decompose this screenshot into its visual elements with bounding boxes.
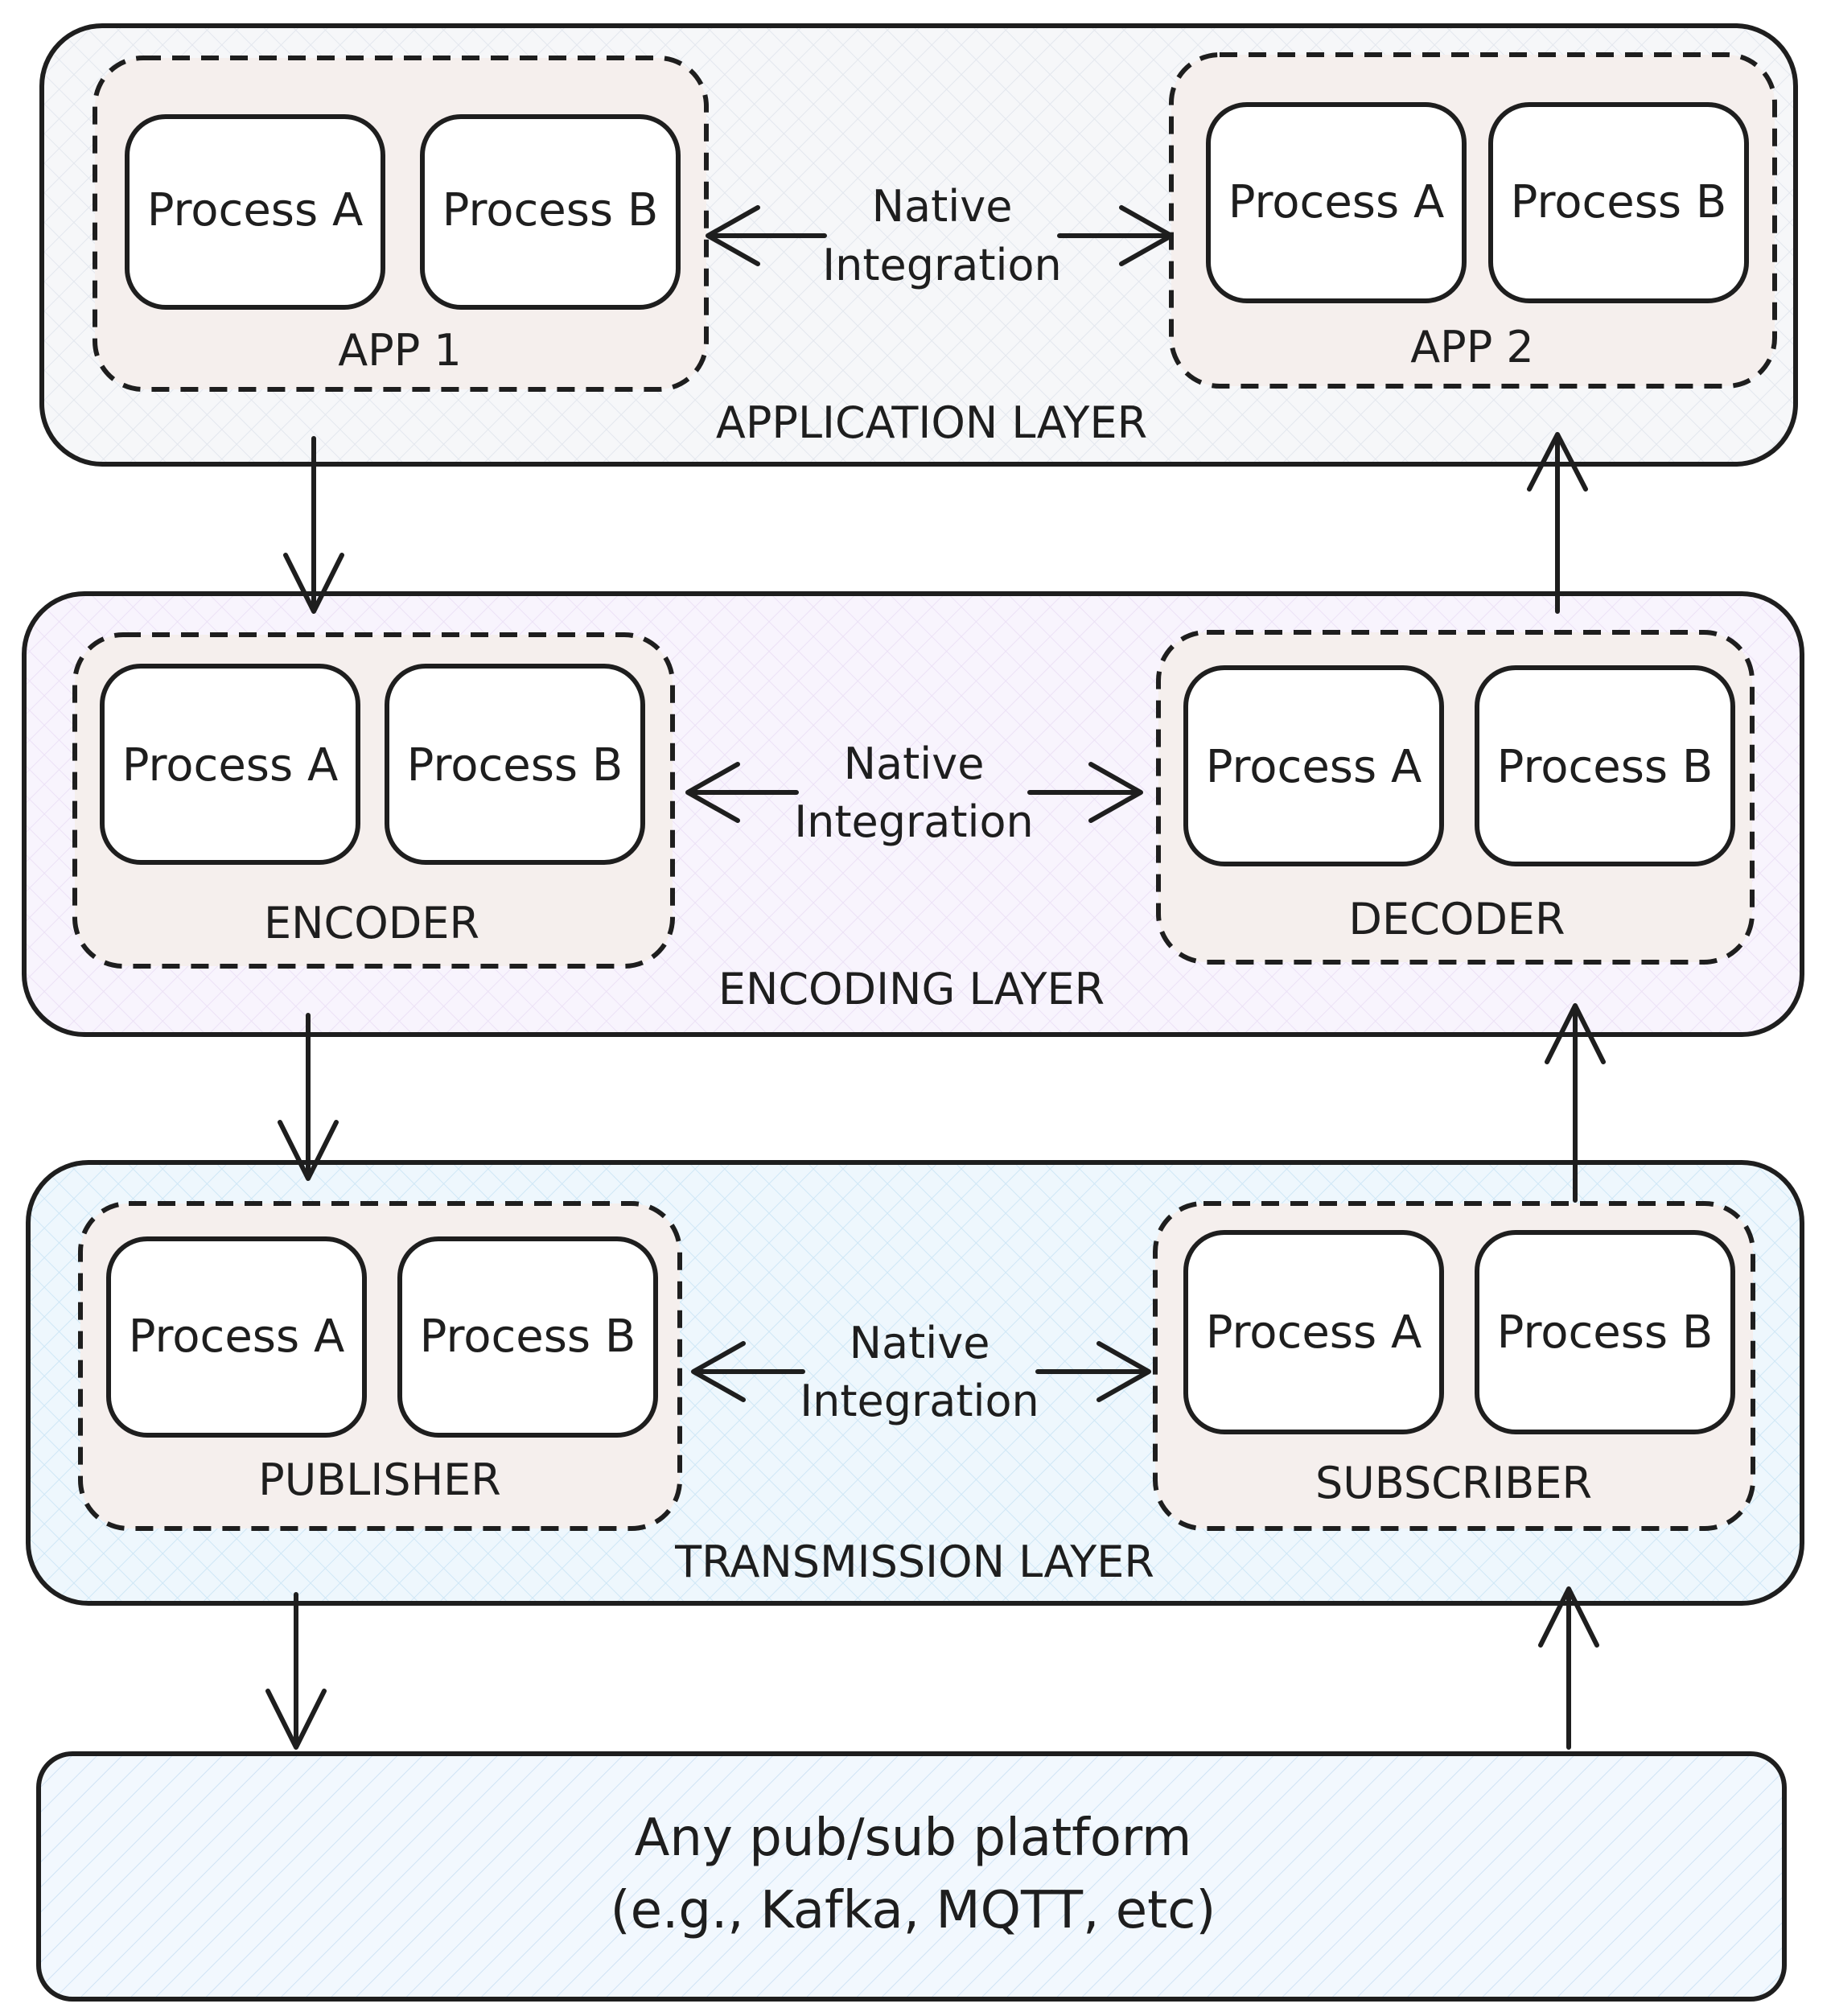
transmission-native-integration: Native Integration xyxy=(691,1318,1151,1426)
subscriber-label: SUBSCRIBER xyxy=(1315,1458,1592,1508)
subscriber-process-a-label: Process A xyxy=(1206,1306,1422,1359)
down-arrow-icon xyxy=(283,436,344,614)
app-1-process-a-box xyxy=(125,114,385,310)
platform-examples: (e.g., Kafka, MQTT, etc) xyxy=(611,1881,1216,1940)
app-1-group: Process A Process B APP 1 xyxy=(93,56,709,392)
encoding-layer: Process A Process B ENCODER Process A Pr… xyxy=(22,591,1804,1037)
app-2-group: Process A Process B APP 2 xyxy=(1169,52,1777,389)
decoder-label: DECODER xyxy=(1348,894,1565,944)
subscriber-process-a-box xyxy=(1183,1230,1444,1434)
integration-arrow-left-icon xyxy=(706,205,827,266)
application-native-integration: Native Integration xyxy=(706,181,1174,290)
encoder-label: ENCODER xyxy=(264,898,479,948)
publisher-group: Process A Process B PUBLISHER xyxy=(78,1201,682,1531)
application-layer: Process A Process B APP 1 Process A Proc… xyxy=(39,23,1798,467)
encoder-process-b-label: Process B xyxy=(407,739,623,792)
encoder-process-a-label: Process A xyxy=(122,739,339,792)
publisher-label: PUBLISHER xyxy=(258,1454,501,1505)
app-1-process-a-label: Process A xyxy=(147,184,364,237)
platform-box xyxy=(36,1751,1787,2002)
up-arrow-icon xyxy=(1527,432,1588,614)
up-arrow-icon xyxy=(1545,1003,1606,1203)
publisher-process-b-box xyxy=(397,1236,658,1438)
flow-arrows xyxy=(265,432,1606,1750)
decoder-group: Process A Process B DECODER xyxy=(1156,630,1755,965)
decoder-process-b-label: Process B xyxy=(1497,741,1714,793)
app-2-process-a-box xyxy=(1206,102,1467,303)
decoder-process-a-label: Process A xyxy=(1206,741,1422,793)
transmission-layer-label: TRANSMISSION LAYER xyxy=(674,1537,1154,1587)
integration-label: Integration xyxy=(800,1376,1039,1426)
app-2-label: APP 2 xyxy=(1410,322,1534,372)
integration-arrow-right-icon xyxy=(1035,1341,1151,1402)
integration-arrow-right-icon xyxy=(1057,205,1174,266)
publisher-process-a-label: Process A xyxy=(129,1310,345,1363)
application-layer-label: APPLICATION LAYER xyxy=(716,397,1147,448)
subscriber-group: Process A Process B SUBSCRIBER xyxy=(1153,1201,1755,1531)
encoder-group: Process A Process B ENCODER xyxy=(72,632,675,969)
encoder-process-b-box xyxy=(385,664,645,865)
pubsub-platform: Any pub/sub platform (e.g., Kafka, MQTT,… xyxy=(36,1751,1787,2002)
subscriber-process-b-label: Process B xyxy=(1497,1306,1714,1359)
app-1-process-b-label: Process B xyxy=(442,184,659,237)
encoder-process-a-box xyxy=(100,664,360,865)
encoding-native-integration: Native Integration xyxy=(685,739,1143,847)
decoder-process-b-box xyxy=(1475,665,1735,866)
transmission-layer: Process A Process B PUBLISHER Process A … xyxy=(26,1160,1804,1606)
encoding-layer-label: ENCODING LAYER xyxy=(718,964,1105,1014)
native-label: Native xyxy=(872,181,1013,232)
app-1-label: APP 1 xyxy=(338,325,462,376)
down-arrow-icon xyxy=(265,1592,327,1750)
integration-label: Integration xyxy=(822,240,1062,290)
app-2-process-b-box xyxy=(1488,102,1749,303)
app-1-process-b-box xyxy=(420,114,681,310)
app-2-process-a-label: Process A xyxy=(1228,176,1445,228)
down-arrow-icon xyxy=(278,1013,339,1181)
native-label: Native xyxy=(850,1318,990,1368)
integration-label: Integration xyxy=(794,796,1034,847)
subscriber-process-b-box xyxy=(1475,1230,1735,1434)
integration-arrow-left-icon xyxy=(685,762,799,823)
platform-title: Any pub/sub platform xyxy=(635,1808,1192,1868)
app-2-process-b-label: Process B xyxy=(1511,176,1727,228)
integration-arrow-right-icon xyxy=(1027,762,1143,823)
integration-arrow-left-icon xyxy=(691,1341,805,1402)
publisher-process-b-label: Process B xyxy=(420,1310,636,1363)
decoder-process-a-box xyxy=(1183,665,1444,866)
native-label: Native xyxy=(844,739,985,789)
publisher-process-a-box xyxy=(106,1236,367,1438)
up-arrow-icon xyxy=(1538,1586,1599,1750)
